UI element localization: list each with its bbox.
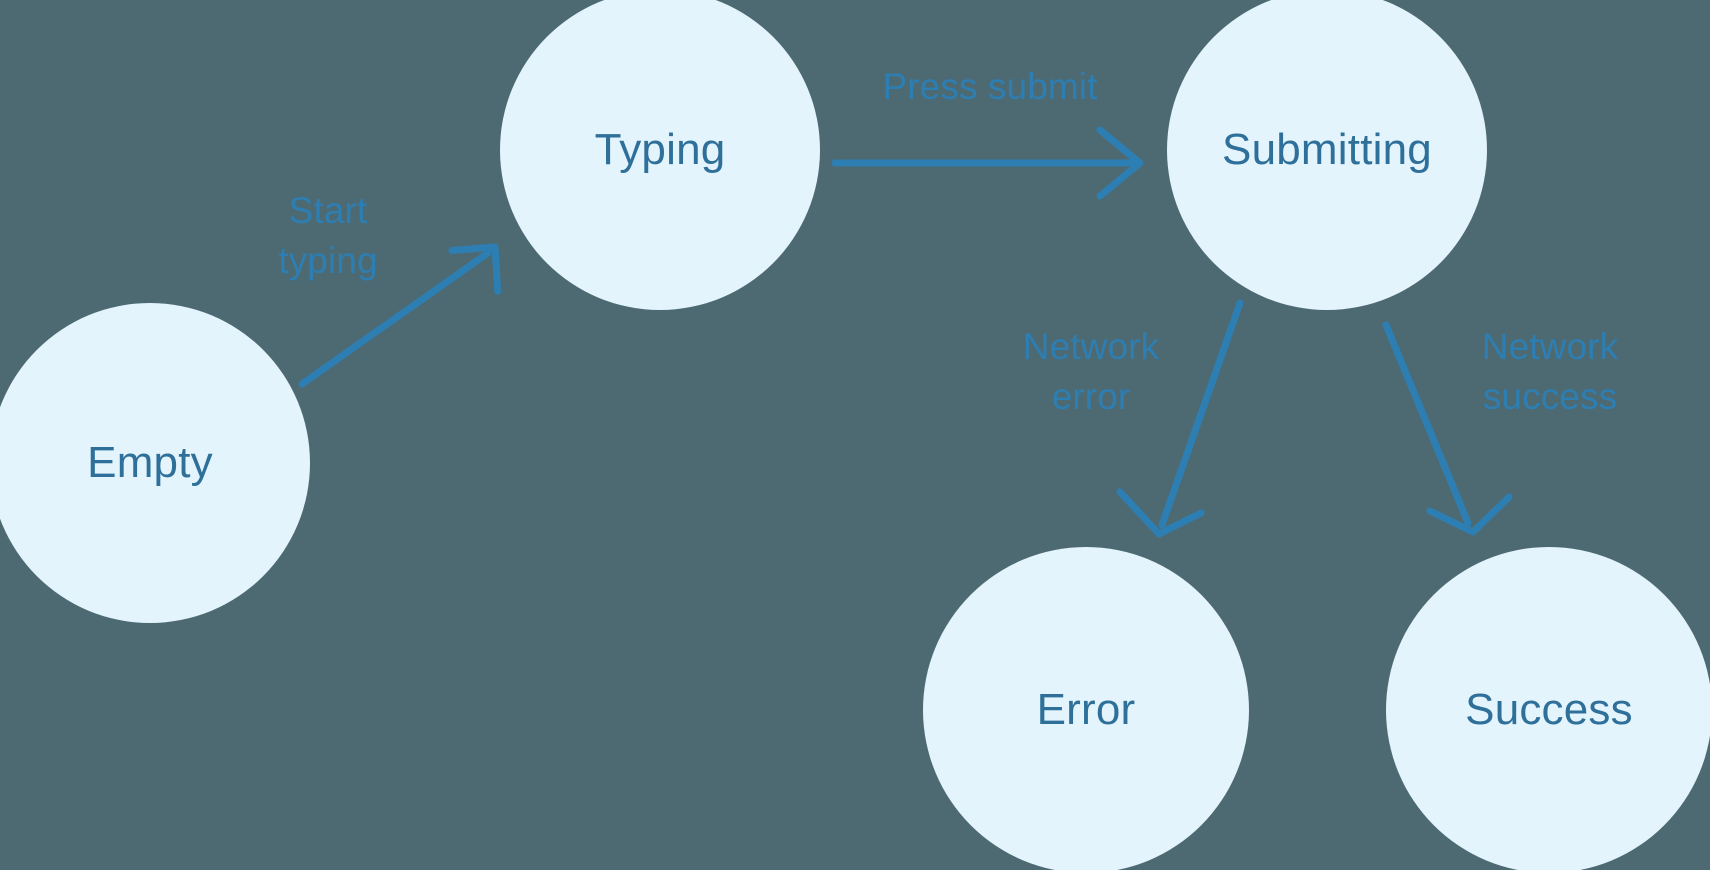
edge-line — [1382, 321, 1472, 527]
arrowhead-icon — [448, 243, 502, 295]
edge-label-network-error: Network error — [1022, 326, 1160, 417]
arrowhead-icon — [1116, 488, 1205, 538]
state-node-typing[interactable]: Typing — [500, 0, 820, 310]
edge-submitting-to-error[interactable] — [1116, 299, 1244, 538]
state-node-empty[interactable]: Empty — [0, 303, 310, 623]
edge-label-press-submit: Press submit — [882, 66, 1098, 107]
arrowhead-icon — [1426, 493, 1513, 536]
edge-label-network-success: Network success — [1481, 326, 1619, 417]
state-node-error[interactable]: Error — [923, 547, 1249, 870]
state-node-label: Error — [1036, 684, 1136, 734]
state-node-label: Success — [1465, 684, 1633, 734]
state-node-label: Submitting — [1222, 124, 1432, 174]
edge-submitting-to-success[interactable] — [1382, 321, 1513, 536]
state-node-label: Typing — [594, 124, 726, 174]
edge-line — [298, 249, 492, 388]
edge-label-start-typing: Start typing — [278, 190, 378, 281]
edge-line — [1158, 299, 1244, 529]
edge-typing-to-submitting[interactable] — [831, 126, 1144, 200]
state-node-submitting[interactable]: Submitting — [1167, 0, 1487, 310]
state-node-label: Empty — [87, 437, 213, 487]
arrowhead-icon — [1096, 126, 1144, 200]
edge-empty-to-typing[interactable] — [298, 243, 503, 388]
state-node-success[interactable]: Success — [1386, 547, 1710, 870]
